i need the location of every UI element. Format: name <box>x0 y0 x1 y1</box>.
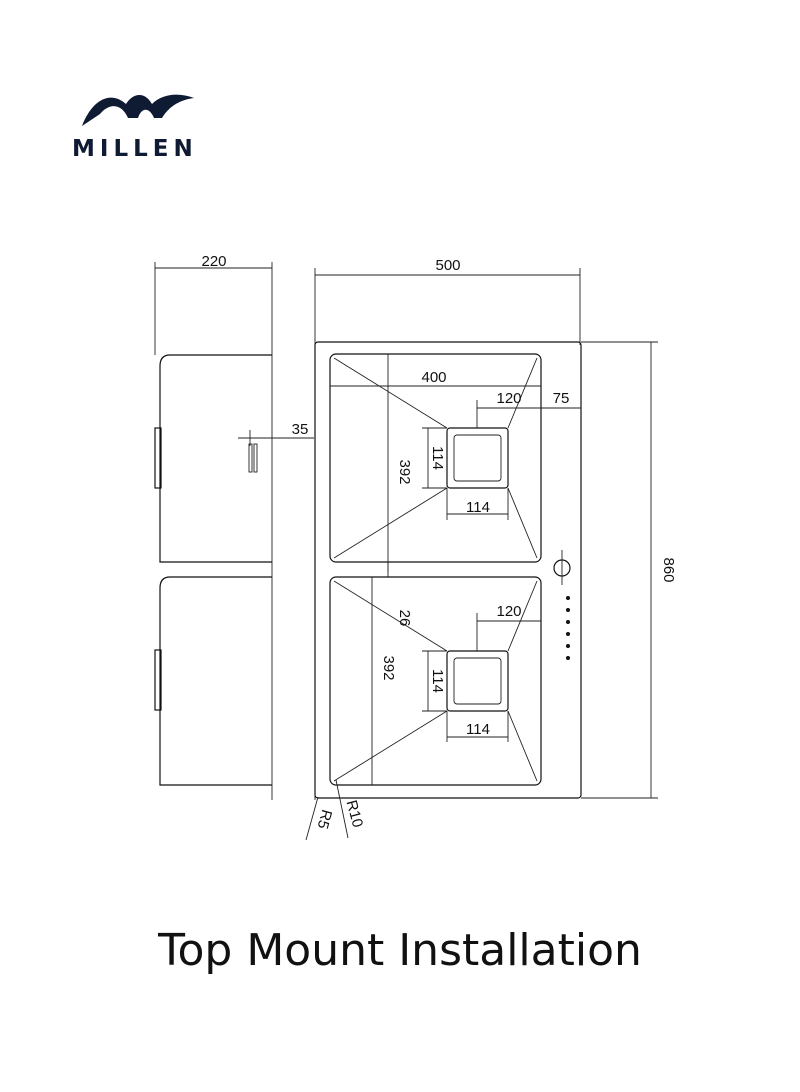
dim-side-offset: 35 <box>292 421 309 438</box>
dim-edge-margin: 75 <box>553 390 570 407</box>
top-view: 500 860 400 120 75 392 114 114 <box>305 257 677 841</box>
dim-side-depth: 220 <box>201 253 226 270</box>
dim-bowl-length-top: 392 <box>396 459 413 484</box>
dim-bowl-width-top: 400 <box>421 369 446 386</box>
page-title: Top Mount Installation <box>158 925 642 976</box>
side-view: 220 35 <box>154 253 314 800</box>
dim-overall-length: 860 <box>660 557 677 582</box>
dim-divider: 26 <box>396 610 413 627</box>
dim-corner-radius-outer: R5 <box>314 808 335 831</box>
millen-wave-logo-icon <box>82 94 194 126</box>
brand-name: MILLEN <box>72 136 198 162</box>
dim-drain-offset-top: 120 <box>496 390 521 407</box>
dim-drain-width-top: 114 <box>466 499 490 516</box>
dim-drain-offset-bottom: 120 <box>496 603 521 620</box>
dim-overall-width: 500 <box>435 257 460 274</box>
dim-corner-radius-inner: R10 <box>343 798 367 829</box>
dim-drain-height-bottom: 114 <box>429 669 446 693</box>
dim-bowl-length-bottom: 392 <box>380 655 397 680</box>
dim-drain-height-top: 114 <box>429 446 446 470</box>
dim-drain-width-bottom: 114 <box>466 721 490 738</box>
